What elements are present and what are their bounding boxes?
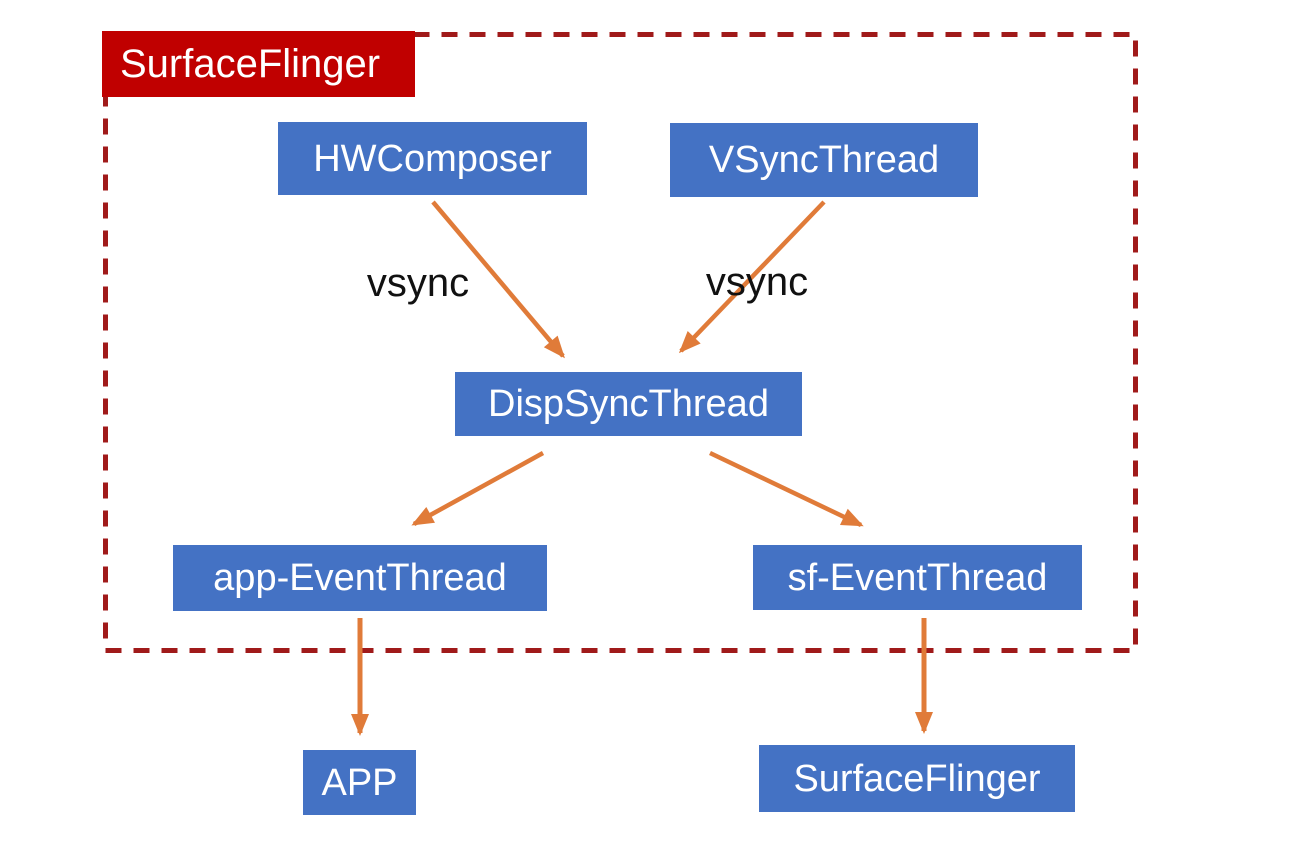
node-sf-eventthread: sf-EventThread [753,545,1082,610]
arrow-hwcomposer-to-dispsync [431,200,565,359]
arrow-vsyncthread-to-dispsync [678,200,826,354]
arrow-dispsync-to-app-eventthread [411,451,545,526]
node-dispsyncthread: DispSyncThread [455,372,802,436]
vsync-label-left: vsync [366,261,470,305]
node-app: APP [303,750,416,815]
node-hwcomposer: HWComposer [278,122,587,195]
vsync-label-right: vsync [705,260,809,304]
arrow-dispsync-to-sf-eventthread [709,450,864,528]
node-surfaceflinger-output: SurfaceFlinger [759,745,1075,812]
surfaceflinger-container-label: SurfaceFlinger [102,31,415,97]
node-vsyncthread: VSyncThread [670,123,978,197]
node-app-eventthread: app-EventThread [173,545,547,611]
surfaceflinger-dashed-border [103,32,1138,653]
